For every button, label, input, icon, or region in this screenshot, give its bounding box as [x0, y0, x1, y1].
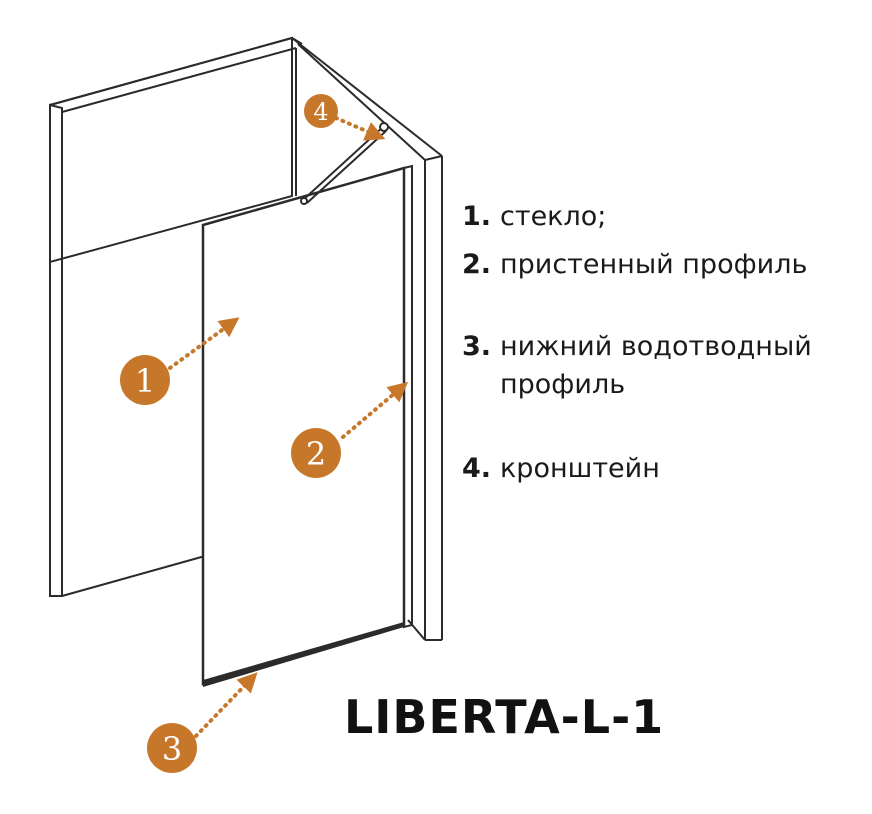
callout-badge-2: 2	[291, 428, 341, 478]
legend-number: 1.	[462, 201, 492, 232]
legend-text: нижний водотводный профиль	[500, 331, 812, 400]
legend-text: стекло;	[500, 201, 607, 232]
svg-text:1: 1	[135, 362, 155, 400]
side-wall	[291, 37, 443, 641]
callout-arrow-2	[341, 381, 409, 439]
legend-text: кронштейн	[500, 453, 660, 484]
svg-text:3: 3	[162, 730, 182, 768]
bottom-drain-profile	[203, 622, 404, 687]
legend-number: 3.	[462, 331, 492, 362]
back-wall	[49, 36, 303, 597]
callout-badge-1: 1	[120, 355, 170, 405]
svg-text:4: 4	[313, 98, 328, 126]
svg-text:2: 2	[306, 435, 326, 473]
wall-profile	[403, 164, 413, 629]
callout-arrow-3	[194, 672, 258, 738]
callout-badge-4: 4	[304, 94, 338, 128]
callout-arrow-4	[334, 116, 386, 141]
legend-item-3: 3. нижний водотводный профиль	[462, 328, 812, 404]
model-title: LIBERTA-L-1	[344, 690, 665, 744]
glass-panel	[201, 166, 406, 686]
callout-badge-3: 3	[147, 723, 197, 773]
legend-item-4: 4. кронштейн	[462, 450, 660, 488]
callout-arrows	[168, 116, 409, 738]
legend-item-1: 1. стекло;	[462, 198, 606, 236]
legend-number: 2.	[462, 249, 492, 280]
legend-text: пристенный профиль	[500, 249, 808, 280]
legend-number: 4.	[462, 453, 492, 484]
callout-arrow-1	[168, 317, 240, 370]
legend-item-2: 2. пристенный профиль	[462, 246, 807, 284]
